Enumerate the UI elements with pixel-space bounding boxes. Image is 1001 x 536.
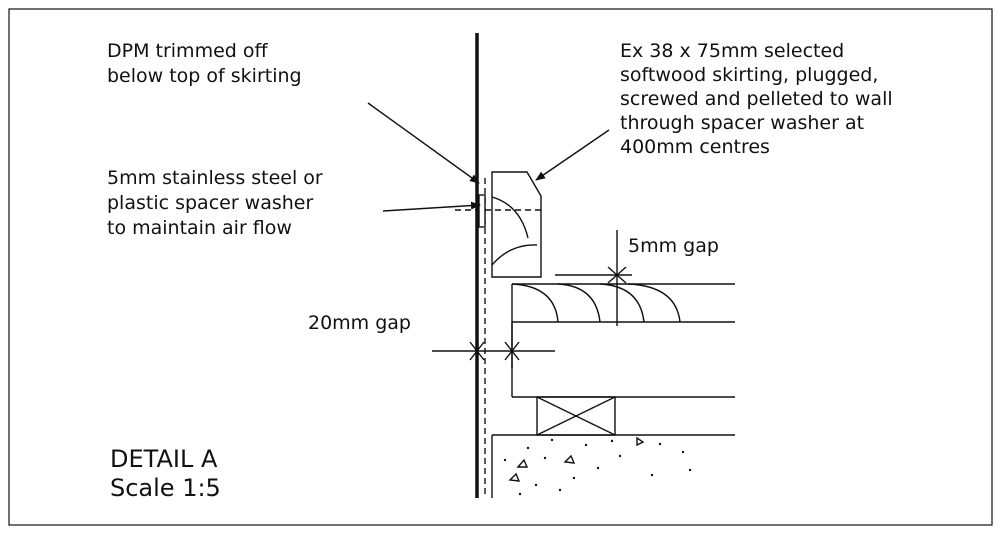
dpm-note: DPM trimmed off below top of skirting: [107, 40, 302, 87]
gap-5mm-label: 5mm gap: [628, 235, 719, 257]
scale-label: Scale 1:5: [110, 474, 221, 502]
leader-washer: [382, 201, 481, 212]
skirting-note: Ex 38 x 75mm selected softwood skirting,…: [620, 40, 899, 158]
spacer-washer: [478, 194, 486, 228]
floor-board: [511, 283, 735, 398]
leader-dpm: [367, 102, 480, 184]
leader-skirting: [535, 129, 610, 181]
dimension-5mm-gap: [555, 230, 632, 326]
washer-note: 5mm stainless steel or plastic spacer wa…: [107, 167, 329, 239]
gap-20mm-label: 20mm gap: [308, 312, 411, 334]
detail-title: DETAIL A: [110, 445, 218, 473]
dimension-20mm-gap: [432, 322, 555, 368]
concrete-slab: [491, 434, 735, 498]
skirting-board: [455, 171, 542, 278]
drawing-border: [8, 8, 993, 526]
floor-batten: [536, 396, 616, 436]
